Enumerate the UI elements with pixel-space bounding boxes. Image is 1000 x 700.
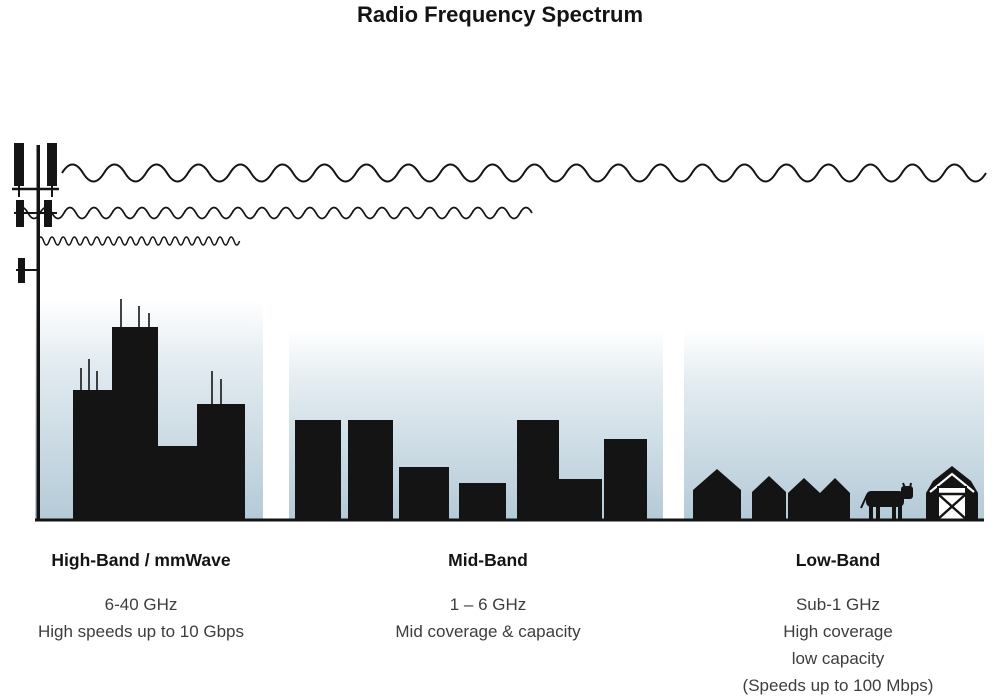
long-wave-icon	[61, 163, 987, 183]
band-caption-mid: Mid-Band 1 – 6 GHz Mid coverage & capaci…	[347, 549, 629, 645]
band-label-low: Low-Band	[795, 550, 881, 570]
band-caption-high: High-Band / mmWave 6-40 GHz High speeds …	[0, 549, 282, 645]
band-freq-low: Sub-1 GHz	[795, 595, 881, 614]
midrise-buildings-icon	[295, 420, 647, 520]
cow-icon	[860, 482, 913, 519]
band-label-high: High-Band / mmWave	[51, 550, 231, 570]
medium-wave-icon	[15, 206, 533, 220]
band-caption-low: Low-Band Sub-1 GHz High coverage low cap…	[697, 549, 979, 699]
city-skyline-icon	[73, 299, 245, 520]
band-desc-high: High speeds up to 10 Gbps	[37, 622, 245, 641]
cell-tower-icon	[12, 143, 59, 520]
band-freq-high: 6-40 GHz	[104, 595, 178, 614]
band-desc-low-2: low capacity	[791, 649, 885, 668]
band-desc-low-1: High coverage	[783, 622, 893, 641]
diagram-title: Radio Frequency Spectrum	[356, 2, 644, 27]
band-freq-mid: 1 – 6 GHz	[449, 595, 527, 614]
band-label-mid: Mid-Band	[448, 550, 528, 570]
houses-icon	[693, 469, 850, 520]
barn-icon	[926, 466, 978, 521]
band-desc-low-3: (Speeds up to 100 Mbps)	[742, 676, 934, 695]
short-wave-icon	[37, 236, 241, 246]
band-desc-mid: Mid coverage & capacity	[395, 622, 581, 641]
